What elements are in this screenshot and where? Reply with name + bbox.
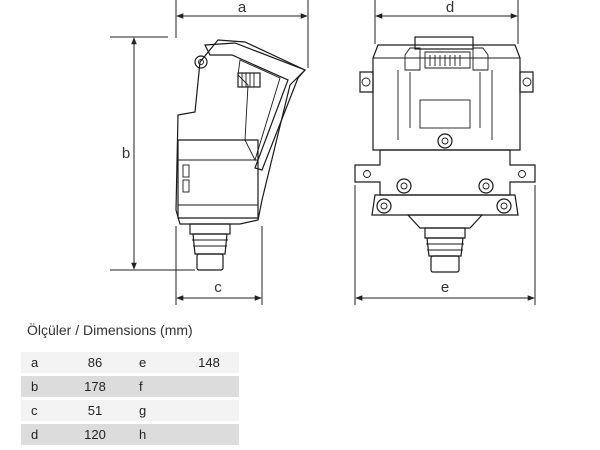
row-label: a	[21, 352, 59, 373]
dimension-c: c	[175, 226, 263, 305]
dimension-label-e: e	[441, 279, 449, 296]
row-value: 178	[59, 376, 131, 397]
table-row: c 51 g	[21, 400, 239, 421]
table-row: a 86 e 148	[21, 352, 239, 373]
row-value: 51	[59, 400, 131, 421]
row-label: h	[131, 424, 179, 445]
dimension-d: d	[374, 0, 519, 44]
row-label: e	[131, 352, 179, 373]
dimension-label-c: c	[214, 279, 222, 296]
row-value: 86	[59, 352, 131, 373]
row-label: f	[131, 376, 179, 397]
row-label: b	[21, 376, 59, 397]
row-value	[179, 376, 239, 397]
row-value: 120	[59, 424, 131, 445]
row-label: g	[131, 400, 179, 421]
dimensions-table-title: Ölçüler / Dimensions (mm)	[27, 322, 193, 338]
front-view	[354, 36, 536, 273]
dimension-label-d: d	[446, 0, 454, 16]
row-label: d	[21, 424, 59, 445]
row-value	[179, 400, 239, 421]
dimensions-table: a 86 e 148 b 178 f c 51 g d 120 h	[21, 349, 239, 448]
dimension-b: b	[110, 36, 195, 271]
dimension-e: e	[354, 185, 536, 305]
dimension-label-a: a	[238, 0, 247, 16]
dimension-label-b: b	[122, 145, 130, 162]
table-row: b 178 f	[21, 376, 239, 397]
row-value	[179, 424, 239, 445]
dimension-a: a	[175, 0, 309, 68]
table-row: d 120 h	[21, 424, 239, 445]
row-label: c	[21, 400, 59, 421]
side-view	[175, 39, 307, 271]
row-value: 148	[179, 352, 239, 373]
